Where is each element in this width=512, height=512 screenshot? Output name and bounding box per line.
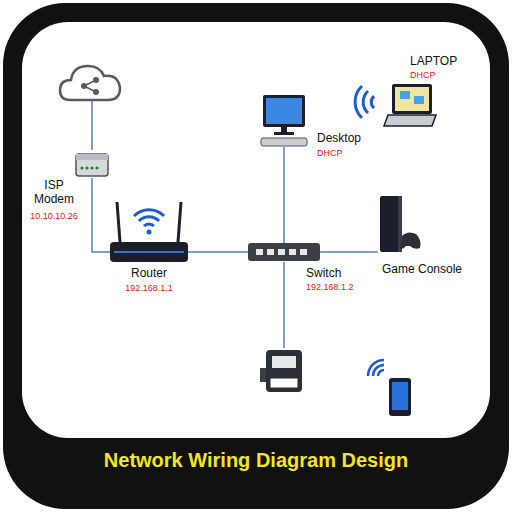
label-holder: ISP Modem [25,178,83,206]
network-cable [320,251,378,253]
network-cable [188,251,248,253]
switch-device: Switch192.168.1.2 [248,243,320,261]
title-text: Network Wiring Diagram Design [22,448,490,472]
label-holder: Game Console [382,262,462,276]
address-label: 10.10.10.26 [25,210,83,222]
printer-icon [260,350,302,392]
device-icon [378,196,422,254]
phone-icon [368,360,411,416]
device-label: Switch [306,266,341,280]
device-label: LAPTOP [410,54,457,68]
cloud-icon [60,66,120,100]
device-label: Game Console [382,262,462,276]
address-label: DHCP [317,147,343,159]
label-holder: 192.168.1.2 [306,281,354,293]
network-cable [283,147,285,243]
device-icon [75,150,109,178]
label-holder: 10.10.10.26 [25,210,83,222]
device-label: Router [110,266,188,280]
label-holder: DHCP [317,147,343,159]
label-holder: Switch [306,266,341,280]
label-holder: Desktop [317,131,361,145]
cloud-wire [91,101,93,150]
device-icon [248,243,320,261]
router-device: Router192.168.1.1 [110,242,188,262]
network-cable [92,178,110,252]
device-icon [360,82,438,132]
device-icon [100,196,198,264]
desktop-device: DesktopDHCP [259,95,309,147]
address-label: 192.168.1.2 [306,281,354,293]
device-icon [259,95,309,147]
label-holder: LAPTOP [410,54,457,68]
modem-device: ISP Modem10.10.10.26 [75,150,109,178]
label-holder: Router [110,266,188,280]
label-holder: 192.168.1.1 [110,282,188,294]
device-label: Desktop [317,131,361,145]
label-holder: DHCP [410,69,436,81]
address-label: DHCP [410,69,436,81]
device-label: ISP Modem [25,178,83,206]
address-label: 192.168.1.1 [110,282,188,294]
laptop-device: LAPTOPDHCP [384,82,438,128]
printer-wire [283,262,285,348]
game-console-device: Game Console [378,196,422,254]
